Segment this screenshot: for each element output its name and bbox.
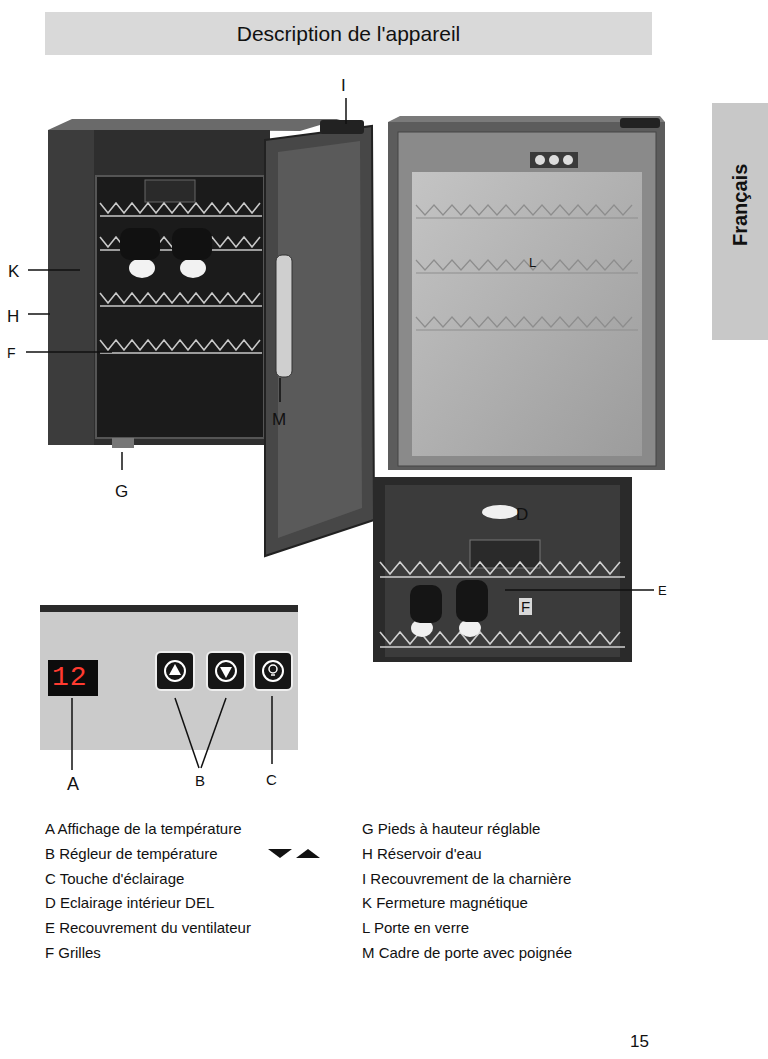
callout-letter: B [195, 772, 205, 789]
legend-entry: F Grilles [45, 944, 101, 961]
legend-entry: H Réservoir d'eau [362, 845, 482, 862]
wine-rack [100, 340, 260, 350]
callout-letter: H [7, 307, 19, 327]
legend-entry: D Eclairage intérieur DEL [45, 894, 214, 911]
rack-bar [380, 646, 625, 648]
page-number: 15 [630, 1032, 649, 1052]
legend-entry: G Pieds à hauteur réglable [362, 820, 540, 837]
wine-rack [416, 260, 632, 270]
callout-letter: L [529, 256, 536, 271]
legend-entry: K Fermeture magnétique [362, 894, 528, 911]
callout-letter: C [266, 771, 277, 788]
legend-entry: I Recouvrement de la charnière [362, 870, 571, 887]
legend-entry: B Régleur de température [45, 845, 218, 862]
rack-bar [100, 215, 262, 217]
rack-bar [416, 272, 638, 273]
legend-entry: L Porte en verre [362, 919, 469, 936]
callout-letter: K [8, 262, 19, 282]
callout-letter: G [115, 482, 128, 502]
wine-rack [380, 562, 620, 574]
wine-rack [416, 205, 632, 215]
page-title: Description de l'appareil [45, 12, 652, 55]
callout-letter: M [272, 410, 286, 430]
temperature-display: 12 [52, 662, 88, 694]
rack-bar [380, 576, 625, 578]
legend-entry: M Cadre de porte avec poignée [362, 944, 572, 961]
callout-letter: F [519, 598, 532, 615]
legend-entry: C Touche d'éclairage [45, 870, 184, 887]
wine-rack [416, 317, 632, 327]
callout-letter: E [658, 584, 667, 599]
wine-rack [100, 203, 260, 213]
callout-letter: I [341, 76, 346, 96]
rack-bar [416, 217, 638, 218]
legend-entry: A Affichage de la température [45, 820, 242, 837]
rack-bar [100, 305, 262, 307]
callout-letter: A [67, 774, 79, 795]
rack-bar [416, 329, 638, 330]
side-tab-language: Français [716, 198, 764, 246]
wine-rack [100, 293, 260, 303]
rack-bar [100, 352, 262, 354]
legend-entry: E Recouvrement du ventilateur [45, 919, 251, 936]
callout-letter: D [516, 505, 528, 525]
callout-letter: F [7, 345, 16, 361]
